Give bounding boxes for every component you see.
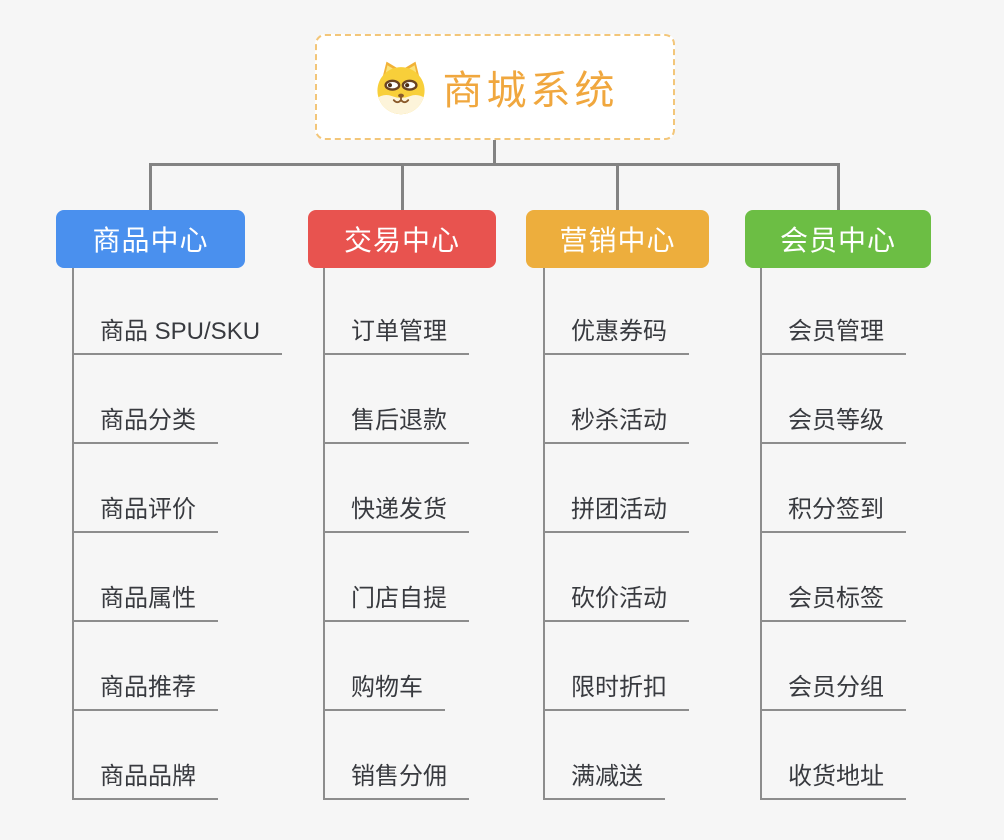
connector-drop [149, 163, 152, 210]
leaf-label: 售后退款 [351, 407, 447, 434]
leaf-node[interactable]: 售后退款 [323, 404, 469, 444]
connector-drop [616, 163, 619, 210]
leaf-node[interactable]: 门店自提 [323, 582, 469, 622]
leaf-label: 秒杀活动 [571, 407, 667, 434]
leaf-node[interactable]: 会员管理 [760, 315, 906, 355]
branch-label: 营销中心 [559, 225, 676, 256]
leaf-label: 商品 SPU/SKU [100, 318, 261, 345]
root-title: 商城系统 [442, 69, 619, 113]
leaf-node[interactable]: 砍价活动 [543, 582, 689, 622]
leaf-node[interactable]: 积分签到 [760, 493, 906, 533]
leaf-node[interactable]: 商品推荐 [72, 671, 218, 711]
connector-drop [401, 163, 404, 210]
shiba-dog-icon [376, 61, 425, 115]
connector-branch-rail [72, 268, 74, 800]
leaf-node[interactable]: 会员标签 [760, 582, 906, 622]
connector-drop [837, 163, 840, 210]
leaf-node[interactable]: 收货地址 [760, 760, 906, 800]
connector-bus [149, 163, 839, 166]
leaf-label: 商品评价 [100, 496, 196, 523]
leaf-node[interactable]: 商品评价 [72, 493, 218, 533]
leaf-label: 会员标签 [788, 585, 884, 612]
leaf-label: 门店自提 [351, 585, 447, 612]
leaf-node[interactable]: 快递发货 [323, 493, 469, 533]
leaf-node[interactable]: 商品品牌 [72, 760, 218, 800]
leaf-label: 快递发货 [351, 496, 447, 523]
leaf-label: 商品属性 [100, 585, 196, 612]
root-node[interactable]: 商城系统 [315, 34, 675, 140]
branch-node-3[interactable]: 会员中心 [745, 210, 931, 268]
leaf-label: 商品分类 [100, 407, 196, 434]
leaf-label: 商品品牌 [100, 763, 196, 790]
leaf-label: 限时折扣 [571, 674, 667, 701]
leaf-node[interactable]: 销售分佣 [323, 760, 469, 800]
branch-label: 商品中心 [92, 225, 209, 256]
leaf-label: 满减送 [571, 763, 643, 790]
branch-node-1[interactable]: 交易中心 [308, 210, 496, 268]
leaf-node[interactable]: 商品分类 [72, 404, 218, 444]
connector-branch-rail [543, 268, 545, 800]
leaf-label: 积分签到 [788, 496, 884, 523]
leaf-label: 销售分佣 [351, 763, 447, 790]
leaf-node[interactable]: 秒杀活动 [543, 404, 689, 444]
leaf-node[interactable]: 拼团活动 [543, 493, 689, 533]
leaf-node[interactable]: 优惠券码 [543, 315, 689, 355]
leaf-label: 优惠券码 [571, 318, 667, 345]
leaf-label: 会员管理 [788, 318, 884, 345]
branch-node-2[interactable]: 营销中心 [526, 210, 709, 268]
leaf-label: 会员分组 [788, 674, 884, 701]
leaf-label: 商品推荐 [100, 674, 196, 701]
leaf-label: 订单管理 [351, 318, 447, 345]
leaf-node[interactable]: 会员等级 [760, 404, 906, 444]
leaf-label: 购物车 [351, 674, 423, 701]
leaf-node[interactable]: 商品属性 [72, 582, 218, 622]
leaf-label: 砍价活动 [571, 585, 667, 612]
connector-branch-rail [323, 268, 325, 800]
leaf-label: 收货地址 [788, 763, 884, 790]
leaf-node[interactable]: 限时折扣 [543, 671, 689, 711]
branch-label: 会员中心 [779, 225, 896, 256]
branch-node-0[interactable]: 商品中心 [56, 210, 245, 268]
connector-root-stem [493, 138, 496, 165]
leaf-node[interactable]: 商品 SPU/SKU [72, 315, 283, 355]
leaf-node[interactable]: 购物车 [323, 671, 445, 711]
leaf-node[interactable]: 满减送 [543, 760, 665, 800]
leaf-node[interactable]: 订单管理 [323, 315, 469, 355]
connector-branch-rail [760, 268, 762, 800]
leaf-node[interactable]: 会员分组 [760, 671, 906, 711]
branch-label: 交易中心 [343, 225, 460, 256]
leaf-label: 拼团活动 [571, 496, 667, 523]
leaf-label: 会员等级 [788, 407, 884, 434]
